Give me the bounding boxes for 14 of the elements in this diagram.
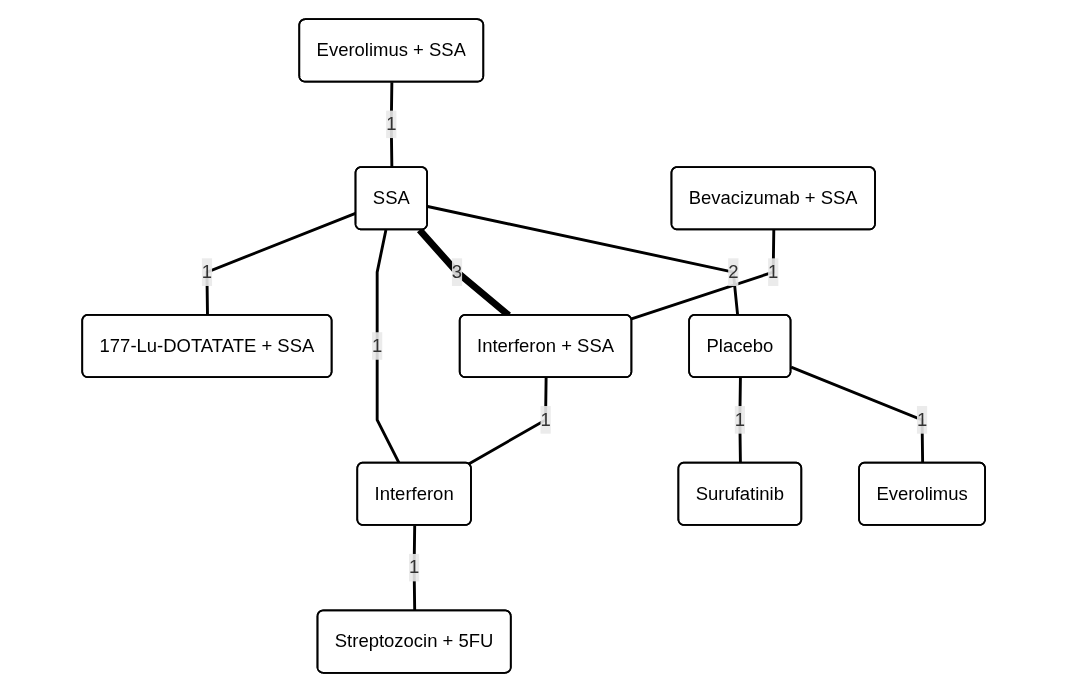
edge-label: 1: [916, 409, 928, 430]
edge-label: 1: [540, 409, 551, 430]
edge-label: 2: [728, 261, 739, 282]
edge-label: 1: [408, 557, 420, 577]
edge-label: 1: [201, 261, 212, 282]
connector: [375, 229, 401, 464]
connector: [630, 229, 776, 321]
connector: [427, 205, 739, 316]
edge-label: 1: [767, 261, 779, 282]
edge-label: 1: [371, 335, 383, 356]
edge-label: 1: [734, 409, 745, 430]
edge-label: 3: [451, 261, 462, 282]
edge-label: 1: [385, 113, 397, 134]
connector: [790, 365, 924, 464]
